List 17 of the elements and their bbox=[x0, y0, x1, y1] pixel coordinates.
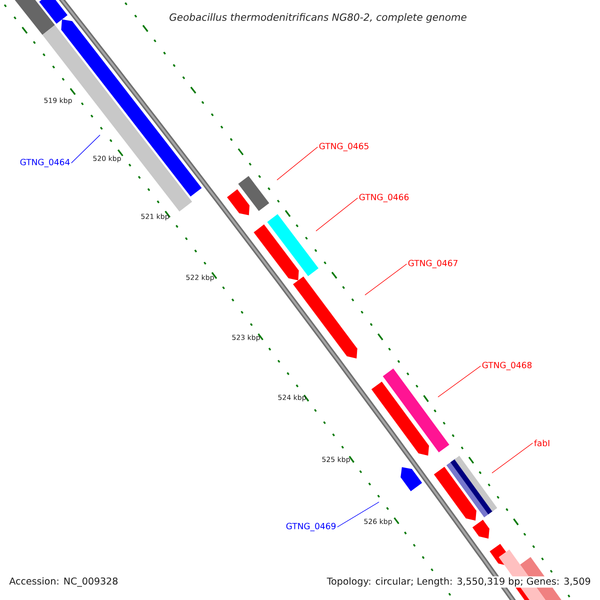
gene-label: GTNG_0465 bbox=[319, 142, 368, 152]
footer-text: Topology: circular; Length: 3,550,319 bp; Genes: 3,509 bbox=[326, 576, 592, 588]
gene-label: GTNG_0466 bbox=[359, 194, 409, 202]
title: Geobacillus thermodenitrificans NG80-2, complete genome bbox=[170, 13, 466, 23]
footer-text: Accession: NC_009328 bbox=[8, 576, 120, 588]
leader-line bbox=[316, 198, 358, 232]
leader-line bbox=[364, 264, 407, 296]
gene-label: GTNG_0467 bbox=[408, 260, 458, 268]
gene-label: GTNG_0469 bbox=[286, 522, 336, 532]
gene-label: GTNG_0464 bbox=[20, 158, 70, 168]
leader-line bbox=[276, 146, 318, 180]
gene-label: fabI bbox=[534, 440, 550, 446]
gene-label: GTNG_0468 bbox=[482, 362, 532, 370]
leader-line bbox=[438, 366, 481, 398]
leader-line bbox=[71, 134, 100, 164]
leader-line bbox=[492, 442, 534, 474]
leader-line bbox=[337, 502, 380, 528]
